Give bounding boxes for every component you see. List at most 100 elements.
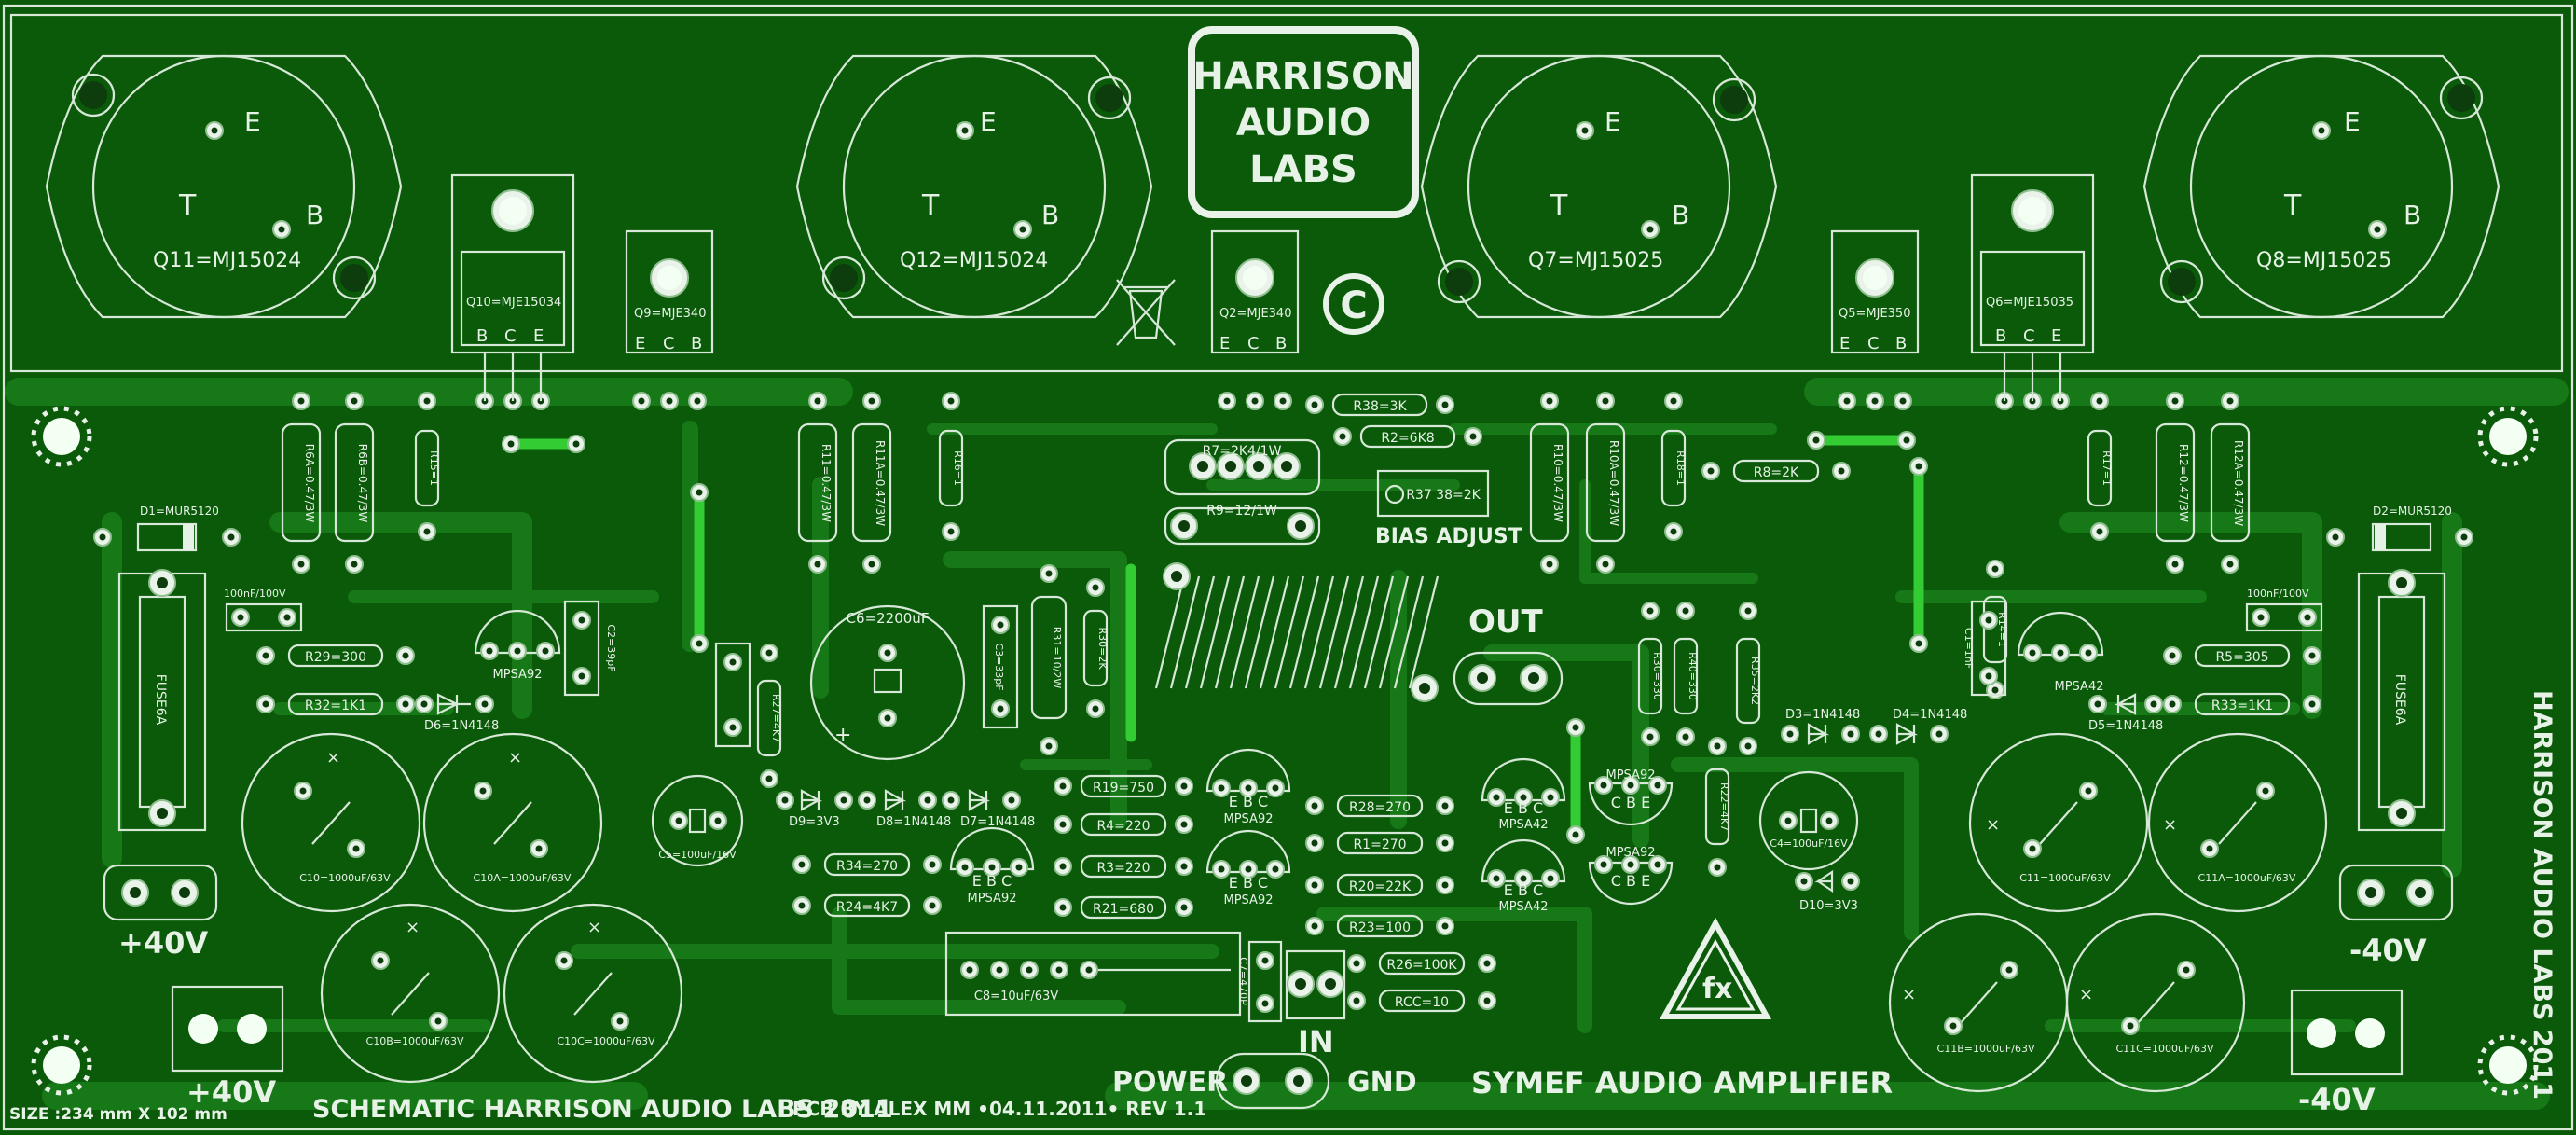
svg-text:×: × (326, 748, 340, 768)
resistor-v16: R30=330 (1637, 602, 1663, 746)
q6-label: Q6=MJE15035 (1986, 296, 2073, 310)
side-label: HARRISON AUDIO LABS 2011 (2528, 690, 2556, 1100)
svg-text:×: × (587, 918, 601, 937)
svg-text:C4=100uF/16V: C4=100uF/16V (1770, 837, 1848, 850)
svg-text:R24=4K7: R24=4K7 (836, 900, 898, 915)
svg-text:C: C (1340, 284, 1367, 327)
bias-adjust-label: BIAS ADJUST (1375, 525, 1522, 548)
svg-text:×: × (406, 918, 420, 937)
svg-text:C3=33pF: C3=33pF (993, 643, 1005, 690)
svg-text:C11=1000uF/63V: C11=1000uF/63V (2019, 872, 2111, 884)
fx-triangle-logo: fx (1659, 917, 1772, 1019)
q11-t: T (178, 189, 197, 222)
resistor-r26: R26=100K (1347, 951, 1496, 976)
svg-text:R27=4K7: R27=4K7 (770, 694, 782, 742)
svg-text:C6=2200uF: C6=2200uF (847, 610, 930, 627)
q10-pin-b: B (476, 326, 488, 346)
capacitor-c11b: C11B=1000uF/63V× (1888, 912, 2069, 1093)
minus40-bottom-label: -40V (2298, 1082, 2376, 1117)
diode-d9: D9=3V3 (776, 789, 853, 829)
svg-text:C8=10uF/63V: C8=10uF/63V (974, 990, 1058, 1004)
svg-text:MPSA92: MPSA92 (1224, 893, 1274, 907)
svg-text:R2=6K8: R2=6K8 (1381, 431, 1434, 446)
signal-diodes: D6=1N4148 D5=1N4148 D9=3V3 D8=1N4148 D7=… (415, 693, 2163, 913)
svg-text:E B C: E B C (1504, 799, 1543, 817)
resistor-v4: R11=0.47/3W (797, 392, 838, 574)
resistor-r7: R7=2K4/1W (1164, 438, 1321, 496)
svg-text:R30=330: R30=330 (1651, 652, 1663, 700)
output-inductor (1154, 562, 1440, 702)
transistor-q5: Q5=MJE350 E C B (1830, 229, 1920, 410)
transistor-q9: Q9=MJE340 E C B (625, 229, 714, 410)
capacitor-c11c: C11C=1000uF/63V× (2065, 912, 2246, 1093)
svg-text:R37 38=2K: R37 38=2K (1406, 488, 1481, 503)
resistor-v18: R35=2K2 (1735, 602, 1761, 755)
svg-text:100nF/100V: 100nF/100V (2247, 588, 2309, 600)
transistor-q12: E B T Q12=MJ15024 (795, 54, 1153, 319)
svg-text:R10=0.47/3W: R10=0.47/3W (1551, 444, 1564, 522)
q8-e: E (2344, 106, 2361, 137)
plus40-top-label: +40V (118, 925, 208, 961)
minus40-top-label: -40V (2349, 933, 2427, 968)
transistor-q1: MPSA42 (2017, 611, 2103, 694)
capacitor-c10c: C10C=1000uF/63V× (503, 903, 683, 1084)
svg-text:R12A=0.47/3W: R12A=0.47/3W (2232, 440, 2245, 526)
svg-text:×: × (1986, 815, 2000, 835)
svg-text:R28=270: R28=270 (1349, 800, 1411, 815)
q12-e: E (980, 106, 997, 137)
resistor-v13: R31=10/2W (1030, 564, 1068, 755)
transistor-q8: E B T Q8=MJ15025 (2142, 54, 2500, 319)
vertical-resistors: R6A=0.47/3W R6B=0.47/3W R15=1 R11=0.47/3… (281, 392, 2251, 877)
transistor-q6: Q6=MJE15035 B C E (1970, 173, 2095, 410)
diode-d4: D4=1N4148 (1869, 708, 1967, 745)
resistor-v15: R27=4K7 (756, 644, 782, 788)
resistor-r38: R38=3K (1305, 393, 1454, 417)
resistor-r28: R28=270 (1305, 794, 1454, 818)
svg-text:R16=1: R16=1 (952, 450, 964, 486)
svg-text:D8=1N4148: D8=1N4148 (876, 815, 951, 829)
svg-text:D1=MUR5120: D1=MUR5120 (140, 505, 219, 518)
q9-label: Q9=MJE340 (634, 307, 706, 321)
copper-traces (5, 378, 2569, 1110)
svg-text:R40=330: R40=330 (1687, 652, 1699, 700)
svg-text:R11A=0.47/3W: R11A=0.47/3W (874, 440, 887, 526)
fuse-right: FUSE6A (2357, 569, 2446, 832)
svg-text:R11=0.47/3W: R11=0.47/3W (820, 444, 833, 522)
svg-text:MPSA92: MPSA92 (1606, 768, 1656, 782)
q7-label: Q7=MJ15025 (1528, 249, 1663, 272)
svg-text:MPSA92: MPSA92 (1606, 846, 1656, 860)
capacitor-c2: C2=39pF (563, 600, 617, 697)
resistor-v11: R12=0.47/3W (2155, 392, 2196, 574)
q9-pin-e: E (635, 334, 645, 353)
q12-t: T (921, 189, 940, 222)
q10-pin-e: E (533, 326, 544, 346)
resistor-v2: R6B=0.47/3W (334, 392, 375, 574)
svg-text:E B C: E B C (1229, 874, 1268, 892)
q5-pin-c: C (1867, 334, 1880, 353)
svg-text:R32=1K1: R32=1K1 (305, 699, 366, 713)
svg-text:×: × (2163, 815, 2177, 835)
svg-text:D7=1N4148: D7=1N4148 (960, 815, 1035, 829)
svg-text:C10B=1000uF/63V: C10B=1000uF/63V (366, 1035, 464, 1047)
q7-e: E (1605, 106, 1621, 137)
resistor-r3: R3=220 (1054, 854, 1193, 879)
svg-text:R29=300: R29=300 (305, 650, 366, 665)
transistor-q17: MPSA92 (474, 609, 561, 682)
schematic-label: SCHEMATIC HARRISON AUDIO LABS 2011 (312, 1095, 893, 1124)
svg-text:C11B=1000uF/63V: C11B=1000uF/63V (1937, 1043, 2035, 1055)
resistor-r2: R2=6K8 (1333, 424, 1482, 449)
amp-name-label: SYMEF AUDIO AMPLIFIER (1471, 1065, 1893, 1100)
svg-text:D10=3V3: D10=3V3 (1799, 899, 1858, 913)
resistor-v10: R17=1 (2087, 392, 2113, 541)
q7-t: T (1550, 189, 1568, 222)
resistor-v5: R11A=0.47/3W (851, 392, 892, 574)
svg-text:E B C: E B C (1229, 793, 1268, 810)
svg-text:R6B=0.47/3W: R6B=0.47/3W (356, 444, 369, 523)
svg-text:R26=100K: R26=100K (1386, 958, 1457, 973)
resistor-r5: R5=305 (2163, 644, 2321, 668)
svg-text:C10A=1000uF/63V: C10A=1000uF/63V (474, 872, 572, 884)
